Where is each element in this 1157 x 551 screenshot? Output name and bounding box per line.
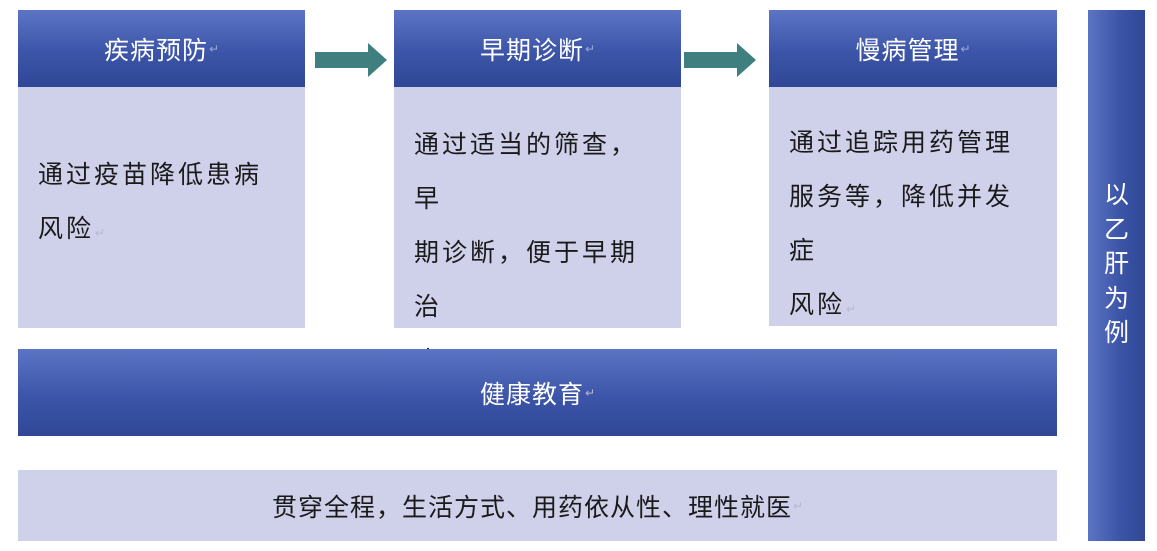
stage-2-description-line: 期诊断，便于早期治 bbox=[414, 238, 639, 321]
stage-3-description-box: 通过追踪用药管理 服务等，降低并发症 风险↵ bbox=[769, 87, 1057, 326]
paragraph-mark: ↵ bbox=[208, 41, 220, 56]
arrow-right-icon bbox=[315, 43, 387, 77]
health-education-label: 健康教育 bbox=[479, 379, 584, 409]
side-label-char: 例 bbox=[1103, 318, 1129, 347]
stage-3-description-line: 风险 bbox=[789, 290, 846, 319]
health-education-band: 健康教育↵ bbox=[18, 349, 1057, 436]
side-label-char: 乙 bbox=[1103, 214, 1129, 244]
stage-1-title: 疾病预防 bbox=[103, 35, 208, 65]
paragraph-mark: ↵ bbox=[584, 41, 596, 56]
side-label-char: 以 bbox=[1103, 180, 1129, 209]
stage-3-title: 慢病管理 bbox=[855, 35, 960, 65]
throughout-text: 贯穿全程，生活方式、用药依从性、理性就医 bbox=[271, 492, 792, 522]
stage-1-description-box: 通过疫苗降低患病 风险↵ bbox=[18, 87, 305, 328]
stage-1-description-line: 通过疫苗降低患病 bbox=[38, 160, 263, 189]
stage-3-description-line: 服务等，降低并发症 bbox=[789, 182, 1014, 265]
side-label-bar: 以 乙 肝 为 例 bbox=[1088, 10, 1145, 541]
throughout-box: 贯穿全程，生活方式、用药依从性、理性就医↵ bbox=[18, 470, 1057, 541]
paragraph-mark: ↵ bbox=[584, 385, 596, 400]
stage-3-header: 慢病管理↵ bbox=[769, 10, 1057, 87]
stage-2-title: 早期诊断 bbox=[479, 35, 584, 65]
paragraph-mark: ↵ bbox=[846, 302, 857, 316]
paragraph-mark: ↵ bbox=[960, 41, 971, 56]
arrow-right-icon bbox=[684, 43, 756, 77]
stage-1-description-line: 风险 bbox=[38, 214, 95, 243]
side-label-char: 肝 bbox=[1103, 249, 1129, 278]
stage-3-description-line: 通过追踪用药管理 bbox=[789, 128, 1014, 157]
side-label-char: 为 bbox=[1103, 283, 1129, 313]
stage-2-description-box: 通过适当的筛查，早 期诊断，便于早期治 疗↵ bbox=[394, 87, 681, 375]
stage-1-header: 疾病预防↵ bbox=[18, 10, 305, 87]
stage-2-header: 早期诊断↵ bbox=[394, 10, 681, 87]
paragraph-mark: ↵ bbox=[95, 226, 106, 240]
stage-2-description-line: 通过适当的筛查，早 bbox=[414, 130, 639, 213]
paragraph-mark: ↵ bbox=[792, 498, 804, 513]
